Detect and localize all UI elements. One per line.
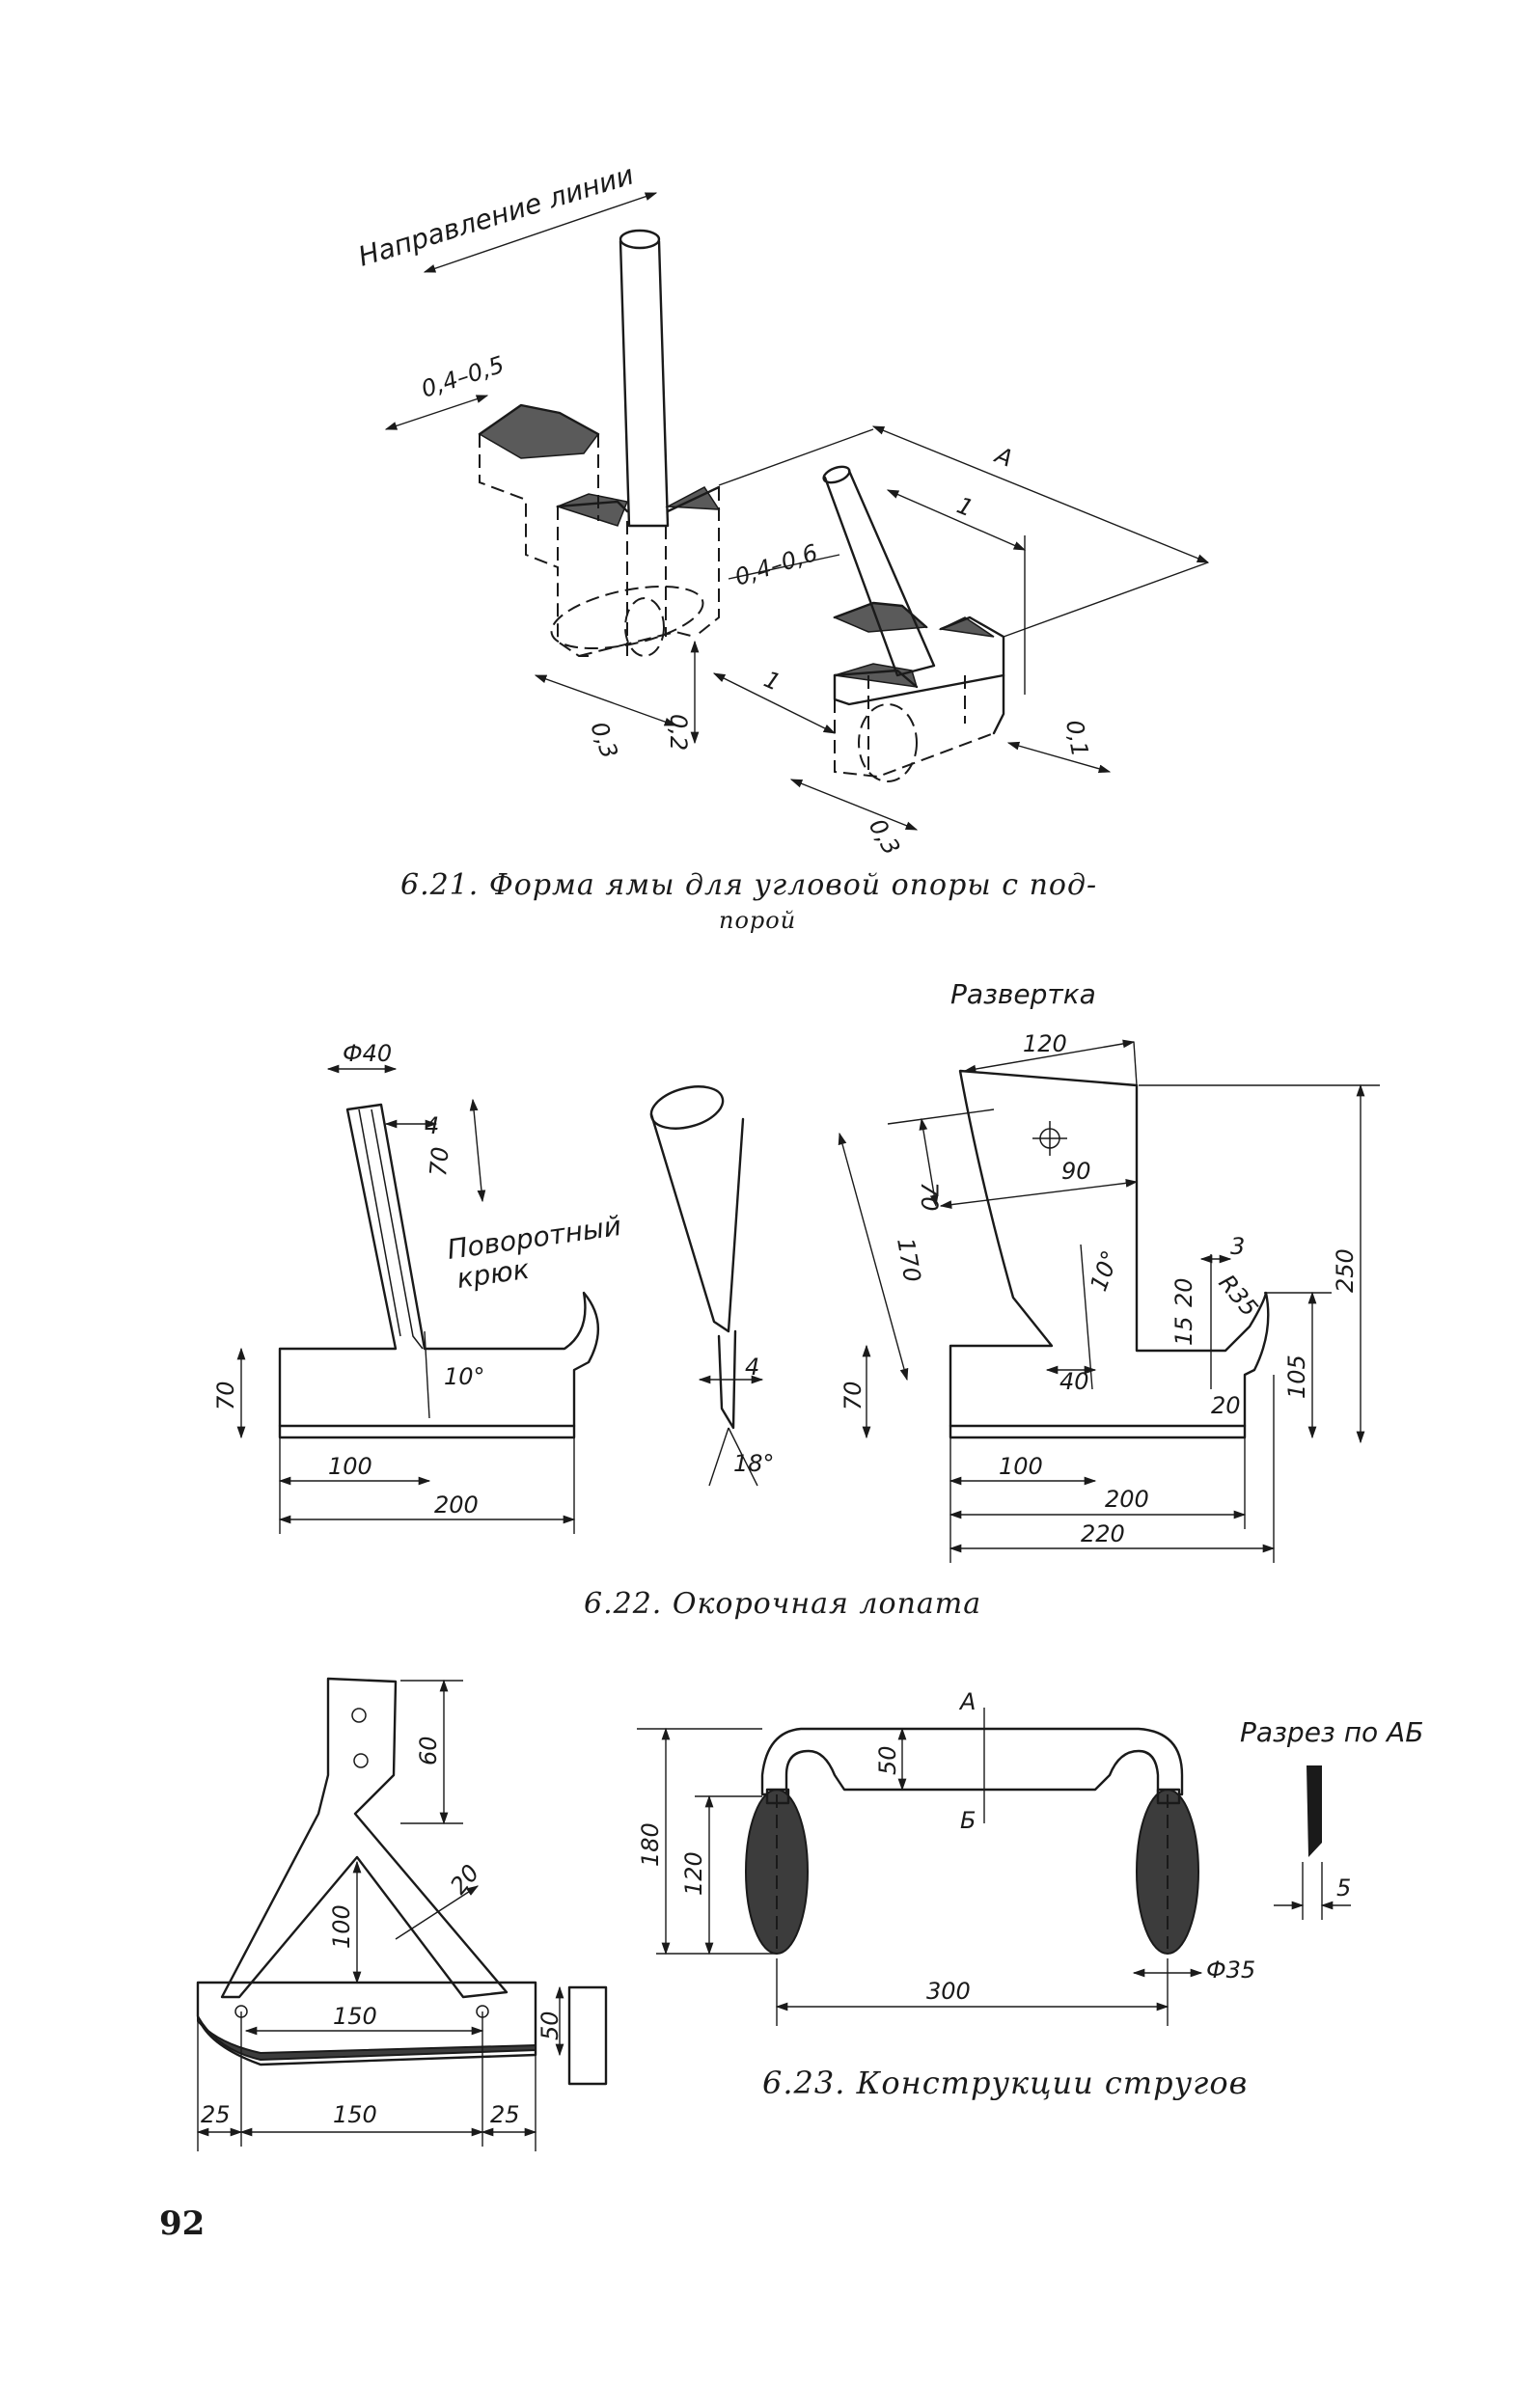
dim-line	[1004, 562, 1208, 637]
section-ab: Разрез по АБ 5	[1240, 1716, 1423, 1920]
dim-label: 20	[1211, 1392, 1241, 1419]
section-label: Разрез по АБ	[1240, 1716, 1423, 1748]
dim-label: Ф40	[343, 1040, 392, 1067]
direction-arrow	[423, 193, 658, 272]
dim-line	[534, 675, 677, 725]
main-pole	[620, 231, 668, 526]
dim-label: 5	[1336, 1874, 1351, 1902]
dim-label: 120	[1023, 1030, 1067, 1057]
dim-line	[384, 396, 489, 429]
dim-label: 25	[490, 2101, 520, 2128]
dim-label: 1	[953, 492, 977, 523]
dim-label: 0,3	[585, 718, 622, 761]
dim-label: 0,3	[864, 814, 905, 860]
dim-line	[712, 673, 837, 733]
dim-label: 10°	[444, 1363, 485, 1390]
figure-6-21-pit-drawing: Направление линии	[354, 158, 1210, 860]
dim-label: 4	[745, 1354, 759, 1381]
figure-6-23-drawknives: 60 100 20 150 50 25 150 25	[196, 1679, 1423, 2151]
dim-line-a	[871, 426, 1210, 562]
figure-6-22-barking-spade: Ф40 4 70 Поворотный крюк 10° 70 100 200 …	[212, 978, 1380, 1563]
dim-label: 60	[415, 1736, 442, 1765]
section-label-b: Б	[960, 1807, 976, 1834]
caption-6-23: 6.23. Конструкции стругов	[762, 2065, 1249, 2101]
dim-label: 180	[637, 1822, 664, 1867]
center-line	[425, 1331, 429, 1418]
dim-line	[789, 780, 919, 830]
caption-6-22: 6.22. Окорочная лопата	[584, 1587, 982, 1621]
forked-drawknife: 60 100 20 150 50 25 150 25	[196, 1679, 606, 2151]
dim-label: 100	[328, 1453, 372, 1480]
dim-label: 90	[1061, 1158, 1091, 1185]
dim-label: 150	[333, 2101, 377, 2128]
dim-label: 18°	[733, 1450, 775, 1477]
hook-label-line1: Поворотный	[445, 1210, 622, 1266]
handled-drawknife: А Б 50 180 120 300 Ф35	[637, 1688, 1255, 2026]
dim-label: 20	[1170, 1277, 1197, 1307]
dim-label: 10°	[1085, 1246, 1124, 1295]
dim-label: 100	[999, 1453, 1043, 1480]
caption-6-21-line2: порой	[719, 907, 797, 934]
dim-label: Ф35	[1206, 1956, 1255, 1984]
dim-label: 50	[536, 2011, 564, 2040]
dim-label: 250	[1332, 1248, 1359, 1293]
unfold-label: Развертка	[950, 978, 1096, 1010]
dim-label: 300	[926, 1978, 971, 2005]
direction-label: Направление линии	[354, 158, 637, 272]
dim-label: 70	[425, 1146, 454, 1178]
strut-pit	[821, 464, 1004, 781]
spade-unfolded-view: Развертка 120 70 90 170 10° 40 3 15 20 R…	[838, 978, 1380, 1563]
tube-view: 4 18°	[646, 1080, 775, 1486]
page-number: 92	[159, 2204, 206, 2243]
dim-label: 220	[1081, 1520, 1125, 1547]
dim-label: 4	[425, 1112, 439, 1139]
dim-label: 100	[328, 1904, 355, 1949]
dim-label: 200	[434, 1491, 479, 1519]
section-label-a: А	[958, 1688, 976, 1715]
dim-label: 70	[212, 1381, 239, 1410]
dim-label: 50	[874, 1745, 901, 1775]
dim-label: 70	[839, 1381, 867, 1410]
dim-label: 120	[680, 1851, 707, 1896]
dim-label: 0,4–0,6	[731, 539, 821, 591]
dim-label: 0,2	[665, 714, 692, 751]
dim-line	[1006, 741, 1112, 774]
dim-label: 15	[1170, 1316, 1197, 1346]
dim-label: 1	[760, 666, 784, 697]
dim-label: 70	[916, 1182, 943, 1212]
dim-label: 170	[892, 1236, 926, 1284]
dim-label: 150	[333, 2003, 377, 2030]
spade-side-view: Ф40 4 70 Поворотный крюк 10° 70 100 200	[212, 1040, 623, 1534]
dim-label: 25	[201, 2101, 231, 2128]
dim-line	[886, 490, 1027, 550]
dim-label: 3	[1230, 1233, 1245, 1260]
dim-label: 105	[1283, 1354, 1310, 1399]
main-pit	[480, 405, 719, 660]
dim-label: 40	[1059, 1368, 1089, 1395]
dim-label: 20	[445, 1859, 484, 1899]
dim-label: 0,4–0,5	[418, 351, 508, 403]
dim-label: 0,1	[1060, 718, 1093, 758]
dim-line	[719, 429, 873, 485]
dim-label-a: A	[990, 441, 1017, 473]
caption-6-21-line1: 6.21. Форма ямы для угловой опоры с под-	[400, 868, 1098, 902]
dim-label: 200	[1105, 1486, 1149, 1513]
dim-line	[729, 555, 839, 579]
